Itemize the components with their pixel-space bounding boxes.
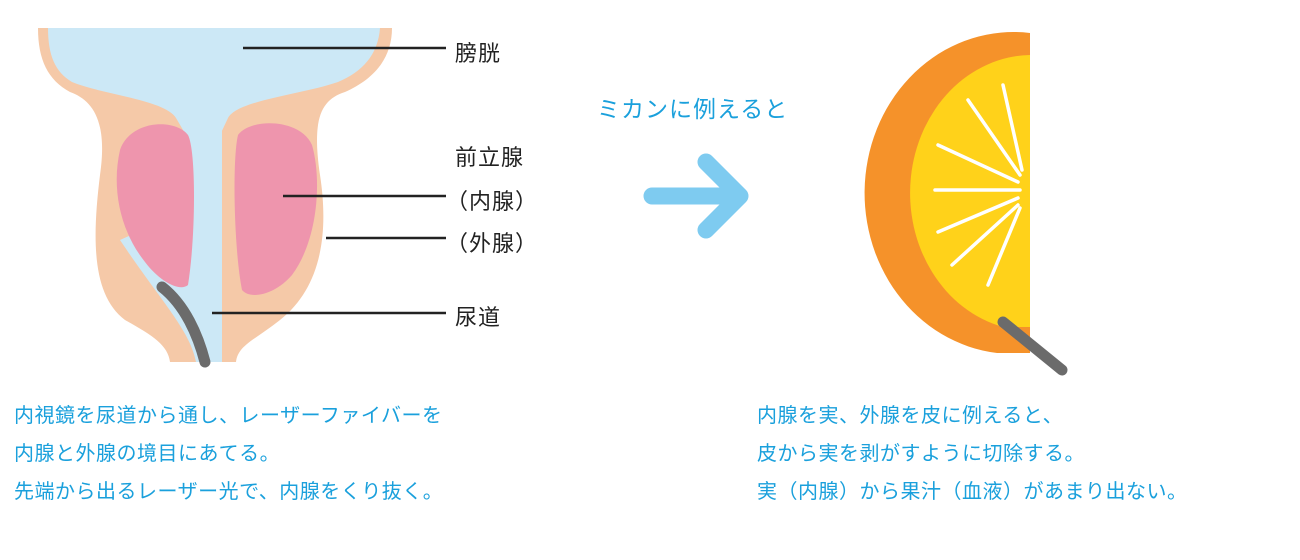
- inner-gland-left: [116, 124, 194, 288]
- leader-lines: [212, 46, 446, 315]
- prostate-anatomy: [38, 28, 392, 368]
- right-caption-line: 内腺を実、外腺を皮に例えると、: [757, 403, 1064, 427]
- orange-illustration: [864, 32, 1068, 376]
- bladder-label: 膀胱: [455, 42, 502, 67]
- arrow-icon: [643, 153, 749, 239]
- urethra-label: 尿道: [455, 306, 502, 331]
- inner-gland-right: [234, 123, 318, 295]
- left-caption-line: 先端から出るレーザー光で、内腺をくり抜く。: [14, 479, 444, 503]
- laser-fiber: [156, 281, 211, 368]
- orange-laser-fiber: [997, 316, 1068, 376]
- right-caption-line: 皮から実を剥がすように切除する。: [757, 441, 1085, 465]
- outer-gland-label: （外腺）: [446, 232, 539, 257]
- right-caption-line: 実（内腺）から果汁（血液）があまり出ない。: [757, 479, 1188, 503]
- orange-segment-lines: [933, 83, 1024, 287]
- inner-gland-label: （内腺）: [446, 190, 539, 215]
- bladder-shape: [48, 28, 380, 135]
- prostate-label: 前立腺: [455, 146, 525, 171]
- left-caption-line: 内腺と外腺の境目にあてる。: [14, 441, 281, 465]
- left-caption-line: 内視鏡を尿道から通し、レーザーファイバーを: [14, 403, 443, 427]
- analogy-label: ミカンに例えると: [597, 97, 789, 123]
- left-caption: 内視鏡を尿道から通し、レーザーファイバーを 内腺と外腺の境目にあてる。 先端から…: [14, 396, 443, 510]
- right-caption: 内腺を実、外腺を皮に例えると、 皮から実を剥がすように切除する。 実（内腺）から…: [757, 396, 1188, 510]
